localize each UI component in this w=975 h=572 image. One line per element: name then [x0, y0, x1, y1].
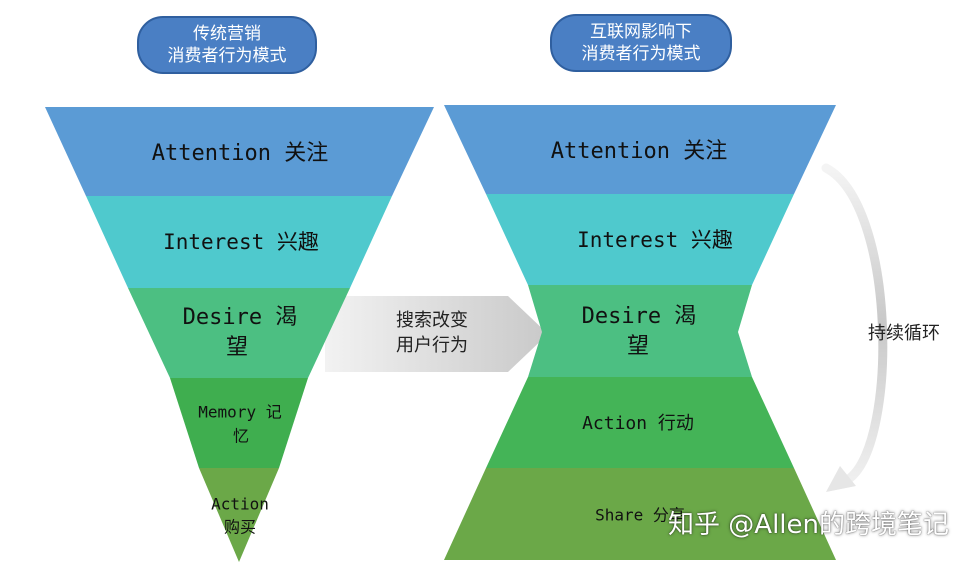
right-stage-action-label: Action 行动: [582, 413, 694, 434]
right-band-action: [486, 377, 794, 468]
left-band-desire: [128, 288, 350, 378]
cycle-arrow-head: [826, 466, 856, 492]
right-stage-desire-label: Desire 渴: [582, 304, 697, 329]
left-band-attention: [45, 107, 434, 196]
left-title-pill: 传统营销 消费者行为模式: [137, 16, 317, 74]
right-band-desire: [528, 285, 752, 377]
right-title-pill: 互联网影响下 消费者行为模式: [550, 14, 732, 72]
middle-arrow-line2: 用户行为: [396, 335, 468, 356]
cycle-arrow: [821, 163, 888, 492]
right-title-line2: 消费者行为模式: [581, 44, 701, 64]
left-title-line1: 传统营销: [193, 24, 261, 44]
left-stage-attention-label: Attention 关注: [152, 141, 328, 166]
left-band-memory: [170, 378, 308, 468]
left-title-line2: 消费者行为模式: [167, 46, 287, 66]
left-stage-desire-label: Desire 渴: [183, 305, 298, 330]
left-stage-memory-label-line2: 忆: [233, 427, 249, 446]
right-stage-attention-label: Attention 关注: [551, 139, 727, 164]
right-stage-desire-label-line2: 望: [627, 334, 649, 359]
middle-arrow-line1: 搜索改变: [396, 310, 468, 331]
cycle-label: 持续循环: [868, 323, 940, 344]
right-stage-interest-label: Interest 兴趣: [577, 228, 733, 252]
middle-arrow-shape: [325, 296, 548, 372]
left-stage-memory-label: Memory 记: [198, 403, 281, 422]
left-stage-action-label: Action: [211, 495, 269, 514]
right-funnel: Attention 关注 Interest 兴趣 Desire 渴 望 Acti…: [444, 105, 836, 560]
right-band-interest: [486, 194, 794, 285]
right-band-attention: [444, 105, 836, 194]
left-stage-desire-label-line2: 望: [226, 335, 248, 360]
right-band-share: [444, 468, 836, 560]
left-band-action: [199, 468, 279, 562]
right-stage-share-label: Share 分享: [595, 506, 685, 525]
left-funnel: Attention 关注 Interest 兴趣 Desire 渴 望 Memo…: [45, 107, 434, 562]
left-stage-action-label-line2: 购买: [224, 518, 256, 537]
left-band-interest: [86, 196, 392, 288]
left-stage-interest-label: Interest 兴趣: [163, 230, 319, 254]
watermark: 知乎 @Allen的跨境笔记: [668, 510, 949, 540]
right-title-line1: 互联网影响下: [590, 22, 692, 42]
cycle-arc: [821, 163, 888, 483]
